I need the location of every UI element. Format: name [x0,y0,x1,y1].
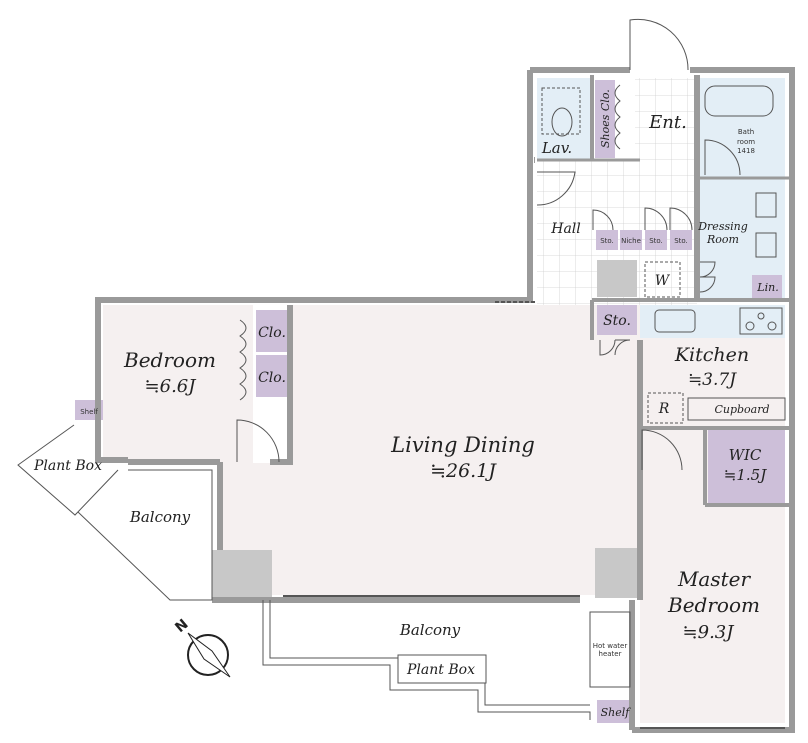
closet-1-label: Clo. [258,325,286,341]
dressing-line-1: Dressing [697,220,748,233]
storage-main-label: Sto. [603,313,631,329]
niche [620,230,642,250]
dressing-line-2: Room [706,233,739,246]
storage-1 [596,230,618,250]
living-size: ≒26.1J [430,460,497,482]
storage-3 [670,230,692,250]
pillar-2 [595,548,640,598]
living-floor [220,305,640,595]
wic-name: WIC [729,446,762,464]
shoes-closet [595,80,615,158]
plantbox-2-label: Plant Box [406,662,475,678]
linen-label: Lin. [756,281,778,294]
entrance-floor [635,78,695,160]
cupboard-label: Cupboard [714,403,769,416]
compass-icon: N [172,616,231,678]
bathroom-line-1: Bath [738,128,754,136]
plantbox-1-label: Plant Box [33,458,102,474]
pillar-1 [212,550,272,600]
closet-2 [256,355,288,397]
master-size: ≒9.3J [683,622,736,643]
lavatory-name: Lav. [541,139,572,157]
closet-1 [256,310,288,352]
bedroom-size: ≒6.6J [145,376,198,397]
water-heater-label-1: Hot water [593,642,628,650]
fridge-label: R [658,401,670,417]
wic-size: ≒1.5J [724,466,767,484]
storage-1-label: Sto. [600,237,614,245]
wic-floor [708,428,785,505]
bedroom-floor [103,305,253,463]
storage-2-label: Sto. [649,237,663,245]
lavatory-floor [537,78,592,160]
shelf-master-label: Shelf [601,706,632,719]
bathroom-line-2: room [737,138,755,146]
bathroom-line-3: 1418 [737,147,755,155]
storage-3-label: Sto. [674,237,688,245]
niche-label: Niche [621,237,641,245]
storage-main [597,305,637,335]
balcony-2-label: Balcony [399,621,461,639]
shoes-closet-label: Shoes Clo. [599,89,612,148]
linen [752,275,782,299]
master-name-2: Bedroom [667,593,760,617]
shelf-bedroom-label: Shelf [80,408,98,416]
storage-2 [645,230,667,250]
hall-name: Hall [550,221,581,237]
pillar-3 [597,260,637,297]
living-name: Living Dining [390,433,535,457]
entrance-name: Ent. [648,112,687,133]
walls [95,67,795,733]
balcony-1-label: Balcony [129,508,191,526]
bedroom-name: Bedroom [123,348,216,372]
kitchen-size: ≒3.7J [688,370,737,390]
kitchen-floor [640,338,785,428]
closet-2-label: Clo. [258,370,286,386]
washer-label: W [655,273,671,289]
master-name-1: Master [677,567,752,591]
shelf-master [597,700,633,723]
water-heater-label-2: heater [599,650,622,658]
bathroom-floor [697,78,785,178]
detail-lines [17,18,786,729]
kitchen-name: Kitchen [674,344,749,366]
